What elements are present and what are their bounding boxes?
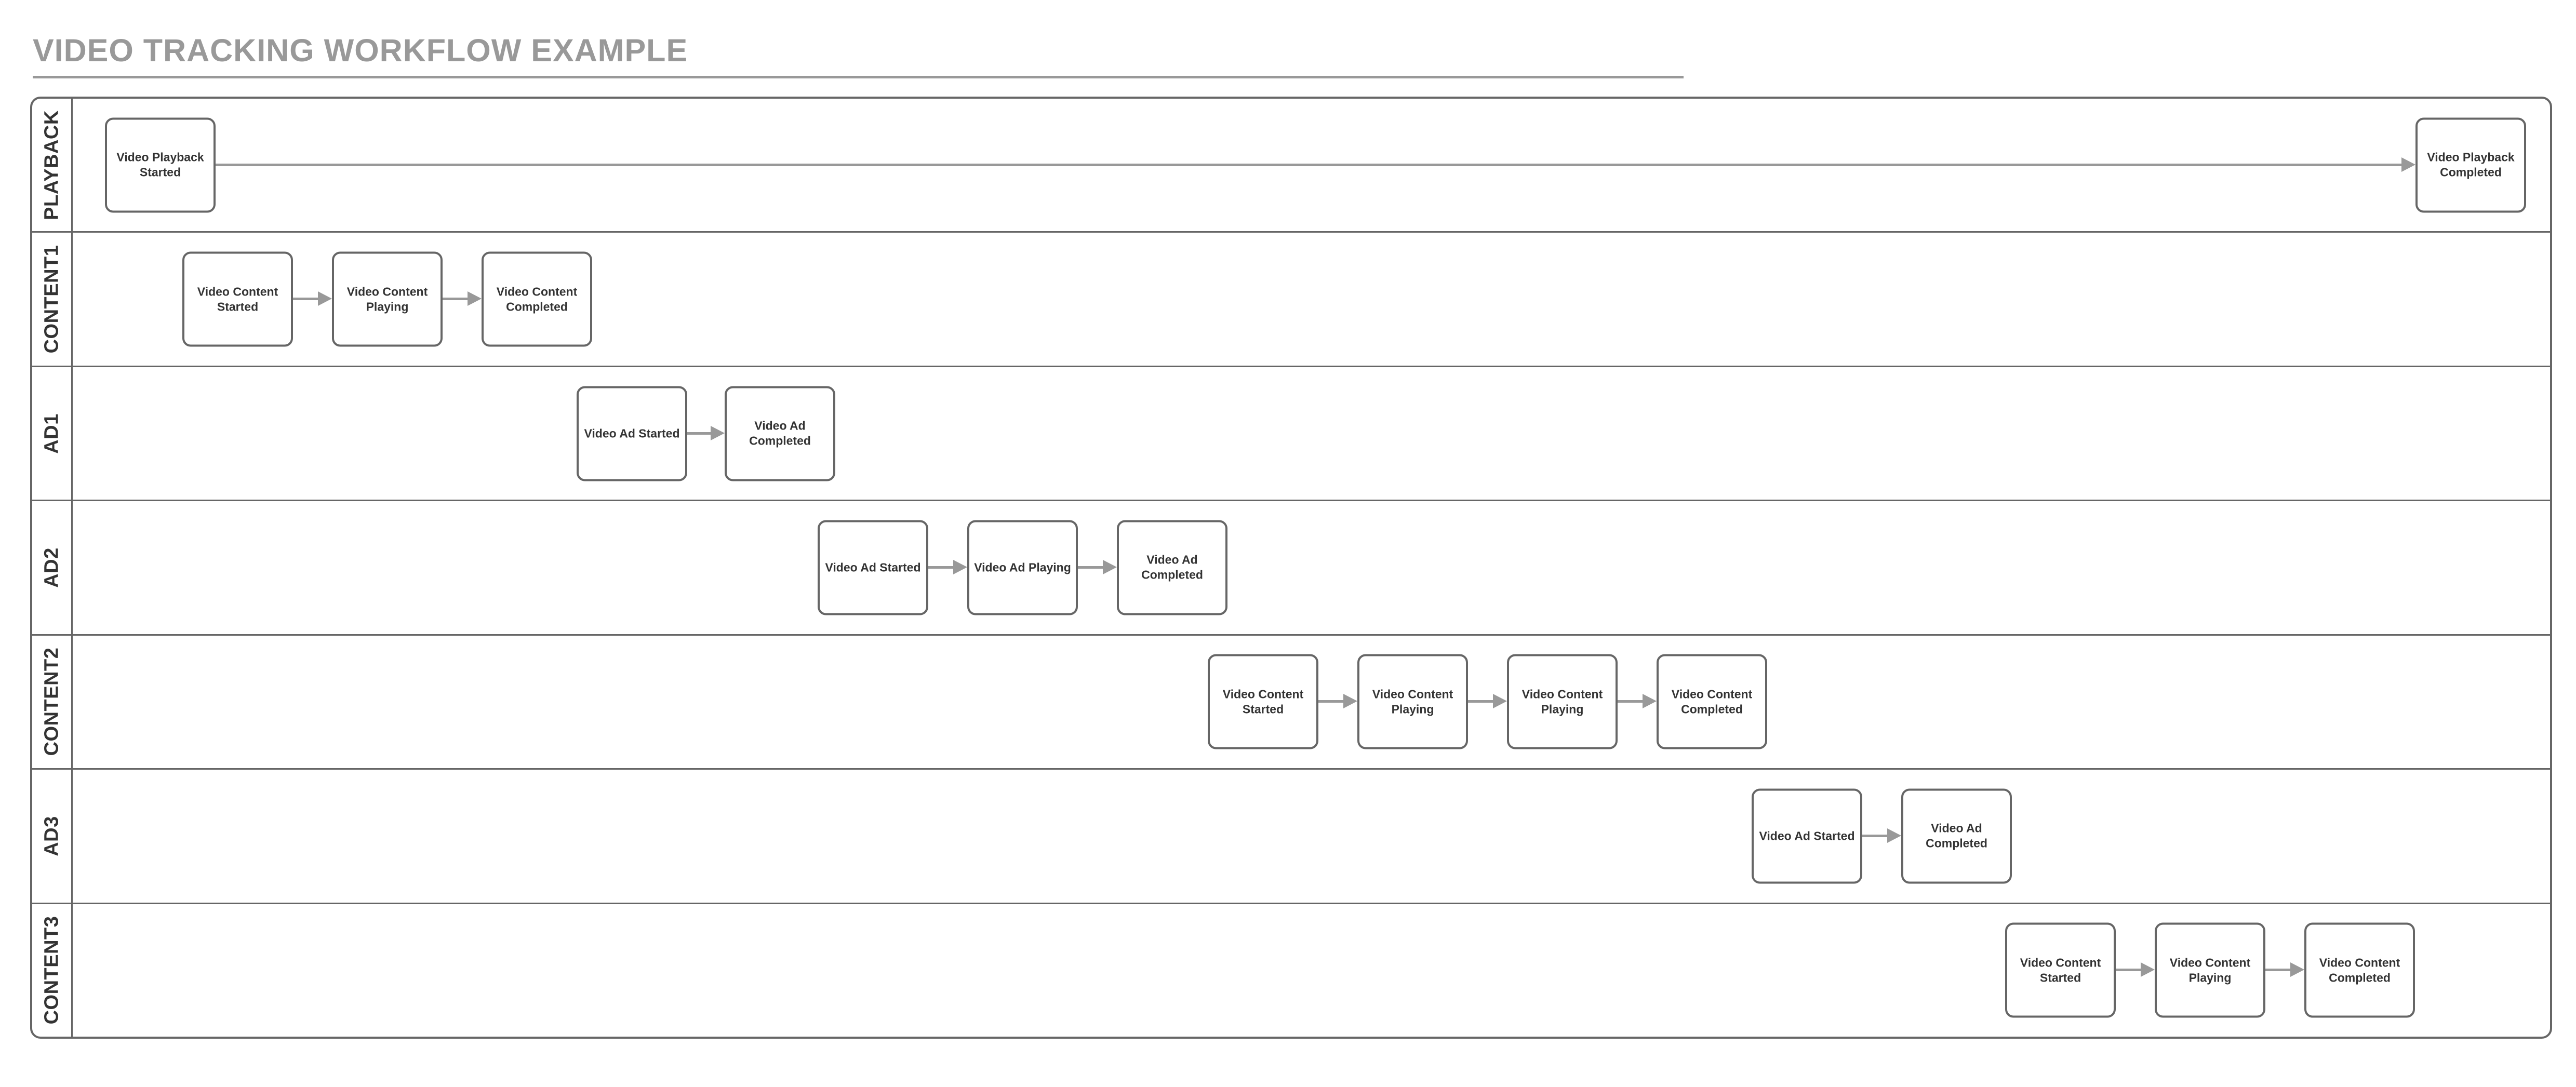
connector-arrowhead: [2141, 962, 2155, 977]
connector-arrowhead: [2401, 157, 2415, 172]
flow-node: Video Content Playing: [332, 251, 443, 347]
lane-ad2: AD2 Video Ad Started Video Ad Playing Video…: [32, 500, 2550, 634]
connector-arrowhead: [1643, 694, 1657, 709]
connector-arrowhead: [2290, 962, 2304, 977]
flow-node-label: Video Content Completed: [1671, 687, 1753, 716]
lane-label-cell: AD3: [32, 770, 73, 903]
connector-line: [1862, 834, 1890, 837]
flow-node: Video Content Completed: [1657, 654, 1767, 749]
flow-node-label: Video Ad Started: [1759, 829, 1855, 843]
flow-node: Video Playback Completed: [2415, 117, 2526, 213]
flow-node: Video Content Playing: [1507, 654, 1618, 749]
connector-line: [1078, 566, 1106, 569]
lane-label-cell: PLAYBACK: [32, 99, 73, 232]
lane-label-cell: CONTENT2: [32, 635, 73, 769]
flow-node: Video Content Completed: [2304, 922, 2415, 1018]
flow-node-label: Video Ad Playing: [974, 560, 1071, 574]
flow-node-label: Video Ad Completed: [749, 419, 811, 448]
flow-node: Video Content Started: [1208, 654, 1318, 749]
title-underline: [33, 76, 1684, 78]
lane-label-cell: CONTENT1: [32, 233, 73, 366]
lane-content1: CONTENT1 Video Content Started Video Conte…: [32, 231, 2550, 366]
connector-line: [1318, 700, 1346, 703]
flow-node-label: Video Playback Completed: [2427, 150, 2515, 179]
lane-label: AD2: [41, 547, 62, 588]
diagram-title: VIDEO TRACKING WORKFLOW EXAMPLE: [33, 33, 688, 68]
flow-node-label: Video Content Completed: [2319, 956, 2400, 985]
flow-node-label: Video Content Started: [2020, 956, 2101, 985]
flow-node: Video Ad Started: [818, 520, 928, 615]
lane-ad3: AD3 Video Ad Started Video Ad Completed: [32, 768, 2550, 903]
lane-content2: CONTENT2 Video Content Started Video Conte…: [32, 634, 2550, 769]
lane-playback: PLAYBACK Video Playback Started Video Play…: [32, 99, 2550, 232]
connector-arrowhead: [1103, 559, 1117, 574]
flow-node-label: Video Playback Started: [116, 150, 204, 179]
lane-label: PLAYBACK: [41, 110, 62, 220]
flow-node: Video Ad Started: [577, 386, 687, 481]
flow-node: Video Content Playing: [1357, 654, 1468, 749]
connector-line: [216, 163, 2405, 166]
flow-node: Video Ad Playing: [967, 520, 1078, 615]
flow-node-label: Video Ad Completed: [1926, 821, 1987, 850]
flow-node: Video Ad Started: [1752, 788, 1862, 884]
flow-node: Video Content Started: [182, 251, 293, 347]
lane-label: CONTENT1: [41, 245, 62, 354]
lane-label: AD3: [41, 816, 62, 856]
connector-line: [1618, 700, 1646, 703]
connector-line: [443, 298, 471, 301]
flow-node-label: Video Content Playing: [1521, 687, 1603, 716]
lane-label: CONTENT2: [41, 647, 62, 756]
connector-arrowhead: [1887, 828, 1901, 843]
connector-arrowhead: [1493, 694, 1507, 709]
flow-node: Video Content Playing: [2155, 922, 2265, 1018]
connector-arrowhead: [468, 291, 482, 306]
connector-line: [293, 298, 321, 301]
lane-label-cell: CONTENT3: [32, 904, 73, 1037]
flow-node: Video Ad Completed: [1901, 788, 2012, 884]
flow-node: Video Content Started: [2005, 922, 2116, 1018]
connector-arrowhead: [318, 291, 332, 306]
lane-label-cell: AD2: [32, 501, 73, 634]
connector-line: [687, 432, 714, 435]
flow-node-label: Video Content Playing: [2169, 956, 2251, 985]
lane-label-cell: AD1: [32, 367, 73, 500]
connector-line: [2116, 969, 2144, 972]
connector-line: [2265, 969, 2293, 972]
flow-node-label: Video Ad Completed: [1141, 553, 1203, 582]
flow-node-label: Video Content Started: [1222, 687, 1304, 716]
flow-node: Video Playback Started: [105, 117, 216, 213]
connector-line: [1468, 700, 1496, 703]
flow-node-label: Video Ad Started: [584, 426, 680, 440]
swimlane-frame: PLAYBACK Video Playback Started Video Play…: [30, 97, 2552, 1039]
flow-node-label: Video Content Started: [197, 285, 278, 314]
lane-label: AD1: [41, 413, 62, 454]
lane-ad1: AD1 Video Ad Started Video Ad Completed: [32, 365, 2550, 500]
flow-node-label: Video Content Playing: [1372, 687, 1453, 716]
connector-arrowhead: [953, 559, 967, 574]
lane-content3: CONTENT3 Video Content Started Video Conte…: [32, 902, 2550, 1037]
flow-node: Video Ad Completed: [1117, 520, 1227, 615]
connector-arrowhead: [1343, 694, 1357, 709]
flow-node: Video Content Completed: [482, 251, 592, 347]
flow-node-label: Video Ad Started: [825, 560, 921, 574]
connector-line: [928, 566, 956, 569]
lane-label: CONTENT3: [41, 916, 62, 1025]
flow-node: Video Ad Completed: [725, 386, 835, 481]
flow-node-label: Video Content Completed: [496, 285, 578, 314]
connector-arrowhead: [711, 425, 725, 440]
flow-node-label: Video Content Playing: [346, 285, 428, 314]
